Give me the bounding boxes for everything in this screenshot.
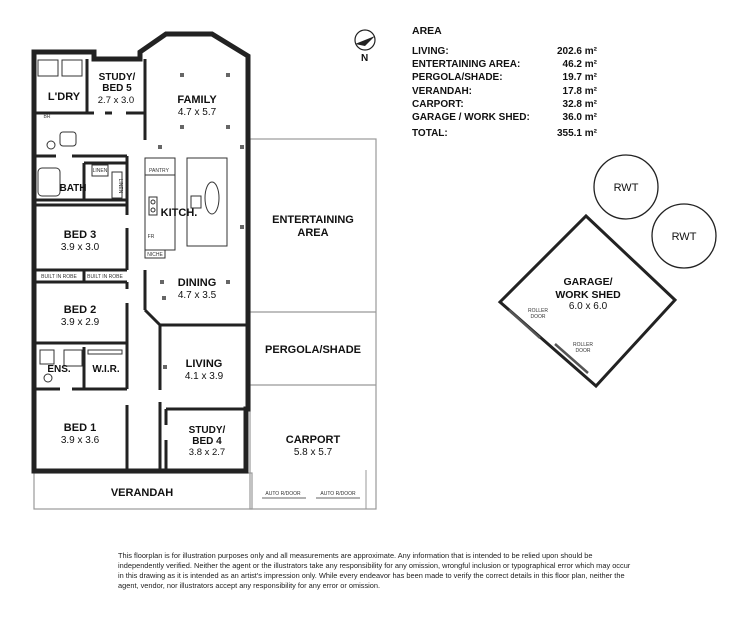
linen-label-2: LINEN <box>117 179 123 194</box>
bed3-size: 3.9 x 3.0 <box>61 242 100 253</box>
laundry-label: L'DRY <box>48 91 81 103</box>
area-row-living: LIVING: 202.6 m² <box>412 45 597 58</box>
living-label: LIVING <box>186 358 223 370</box>
area-label: LIVING: <box>412 46 449 57</box>
area-value: 46.2 m² <box>562 59 597 71</box>
area-total-label: TOTAL: <box>412 128 448 140</box>
roller-door-label-2b: DOOR <box>576 348 591 354</box>
area-row-garage: GARAGE / WORK SHED: 36.0 m² <box>412 111 597 124</box>
area-value: 202.6 m² <box>556 46 597 57</box>
rainwater-tank-2 <box>651 203 717 269</box>
study4-size: 3.8 x 2.7 <box>189 447 225 458</box>
area-heading: AREA <box>412 25 442 37</box>
family-size: 4.7 x 5.7 <box>178 107 217 118</box>
niche-label: NICHE <box>147 252 163 258</box>
fridge-label: FR <box>148 234 155 240</box>
dining-label: DINING <box>178 277 217 289</box>
area-total-value: 355.1 m² <box>556 128 597 140</box>
area-value: 19.7 m² <box>562 72 597 84</box>
house-outline <box>31 31 251 474</box>
area-value: 32.8 m² <box>562 98 597 110</box>
area-row-carport: CARPORT: 32.8 m² <box>412 98 597 111</box>
robe-label-1: BUILT IN ROBE <box>41 274 77 280</box>
north-label: N <box>361 53 369 64</box>
bed2-label: BED 2 <box>64 304 96 316</box>
study5-label-2: BED 5 <box>102 83 132 94</box>
area-label: PERGOLA/SHADE: <box>412 72 503 84</box>
auto-door-label-1: AUTO R/DOOR <box>265 491 301 497</box>
bed3-label: BED 3 <box>64 229 96 241</box>
north-arrow-icon <box>354 29 376 51</box>
area-value: 17.8 m² <box>562 85 597 97</box>
disclaimer-text: This floorplan is for illustration purpo… <box>118 551 631 590</box>
verandah-label: VERANDAH <box>111 487 173 499</box>
garage-label-2: WORK SHED <box>555 289 621 301</box>
garage-outline <box>497 213 678 389</box>
roller-door-label-2: ROLLER <box>573 342 593 348</box>
area-row-entertaining: ENTERTAINING AREA: 46.2 m² <box>412 58 597 71</box>
carport-size: 5.8 x 5.7 <box>294 447 333 458</box>
carport-label: CARPORT <box>286 434 341 446</box>
auto-door-label-2: AUTO R/DOOR <box>320 491 356 497</box>
entertaining-label-2: AREA <box>297 227 328 239</box>
garage-label: GARAGE/ <box>563 276 612 288</box>
area-label: VERANDAH: <box>412 85 472 97</box>
roller-door-label-1: ROLLER <box>528 308 548 314</box>
roller-door-label-1b: DOOR <box>531 314 546 320</box>
light-fittings <box>158 73 244 369</box>
study5-size: 2.7 x 3.0 <box>98 95 134 106</box>
garage-roller-door-2 <box>554 343 589 374</box>
ensuite-label: ENS. <box>47 364 71 375</box>
area-label: GARAGE / WORK SHED: <box>412 112 530 124</box>
area-label: ENTERTAINING AREA: <box>412 59 521 71</box>
bed1-size: 3.9 x 3.6 <box>61 435 100 446</box>
robe-label-2: BUILT IN ROBE <box>87 274 123 280</box>
kitchen-fittings <box>144 157 228 259</box>
broom-label: BR <box>44 114 51 120</box>
family-label: FAMILY <box>177 94 217 106</box>
garage-roller-door-1 <box>508 309 541 339</box>
area-row-total: TOTAL: 355.1 m² <box>412 127 597 140</box>
wir-label: W.I.R. <box>92 364 119 375</box>
area-value: 36.0 m² <box>562 112 597 124</box>
bed1-label: BED 1 <box>64 422 96 434</box>
area-label: CARPORT: <box>412 98 464 110</box>
bathroom-fixtures <box>37 59 123 383</box>
area-row-pergola: PERGOLA/SHADE: 19.7 m² <box>412 71 597 84</box>
bed2-size: 3.9 x 2.9 <box>61 317 100 328</box>
garage-size: 6.0 x 6.0 <box>569 301 608 312</box>
kitchen-label: KITCH. <box>161 207 198 219</box>
dining-size: 4.7 x 3.5 <box>178 290 217 301</box>
area-schedule: AREA LIVING: 202.6 m² ENTERTAINING AREA:… <box>412 25 597 140</box>
living-size: 4.1 x 3.9 <box>185 371 224 382</box>
study4-label: STUDY/ <box>189 425 226 436</box>
area-row-verandah: VERANDAH: 17.8 m² <box>412 85 597 98</box>
entertaining-label: ENTERTAINING <box>272 214 354 226</box>
internal-walls <box>34 59 248 471</box>
pantry-label: PANTRY <box>149 168 169 174</box>
study4-label-2: BED 4 <box>192 436 222 447</box>
linen-label-1: LINEN <box>93 168 108 174</box>
pergola-label: PERGOLA/SHADE <box>265 344 361 356</box>
study5-label: STUDY/ <box>99 72 136 83</box>
rainwater-tank-1 <box>593 154 659 220</box>
bath-label: BATH <box>59 183 86 194</box>
rwt2-label: RWT <box>672 231 697 243</box>
rwt1-label: RWT <box>614 182 639 194</box>
